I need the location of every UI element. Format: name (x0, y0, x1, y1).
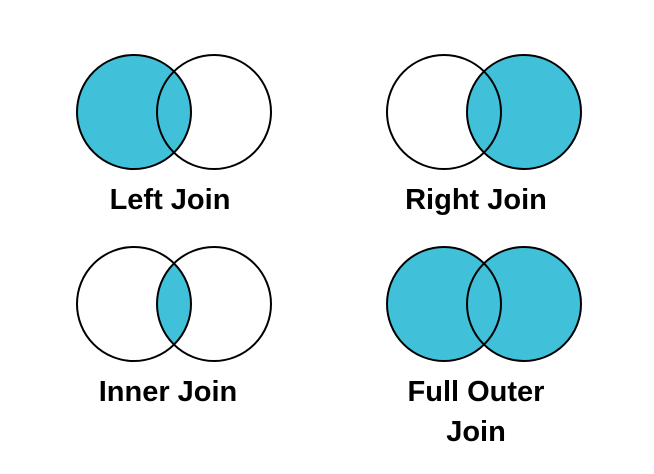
right-set-circle (466, 54, 582, 170)
right-set-circle (156, 246, 272, 362)
left-join-label: Left Join (70, 180, 270, 220)
right-join-label: Right Join (376, 180, 576, 220)
right-join-label-line: Right Join (405, 184, 547, 216)
inner-join-label: Inner Join (68, 372, 268, 412)
inner-join-label-line: Inner Join (98, 376, 238, 408)
left-set-circle (76, 54, 192, 170)
full-outer-join-venn (386, 246, 582, 362)
right-join-venn (386, 54, 582, 170)
right-set-fill (467, 55, 581, 169)
full-outer-join-label-line-2: Join (446, 416, 506, 448)
full-outer-join-label: Full Outer Join (376, 372, 576, 452)
right-set-circle (466, 246, 582, 362)
left-join-label-line: Left Join (109, 184, 231, 216)
inner-join-venn (76, 246, 272, 362)
right-set-fill (467, 247, 581, 361)
left-set-circle (76, 246, 192, 362)
left-set-circle (386, 246, 502, 362)
left-set-circle (386, 54, 502, 170)
left-set-fill (77, 55, 191, 169)
left-set-fill (387, 247, 501, 361)
left-join-venn (76, 54, 272, 170)
right-set-circle (156, 54, 272, 170)
full-outer-join-label-line-1: Full Outer (407, 376, 545, 408)
